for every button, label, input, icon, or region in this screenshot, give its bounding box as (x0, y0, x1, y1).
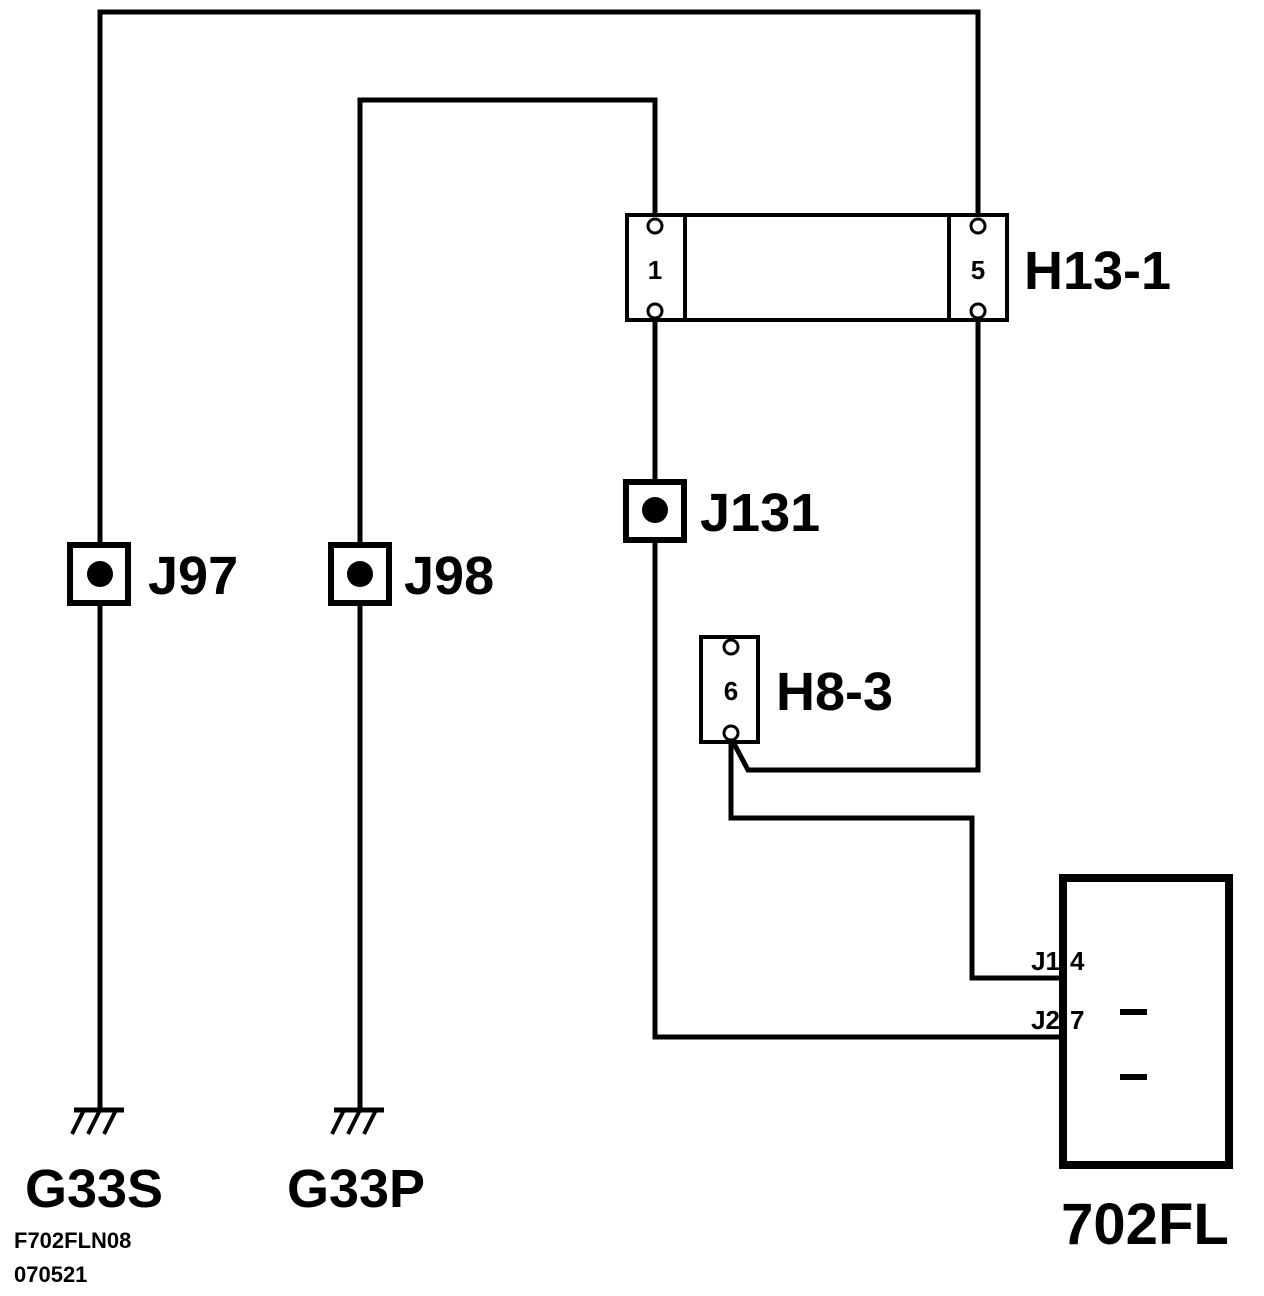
splice-box (623, 479, 687, 543)
wire-h13-pin5-to-h8 (727, 309, 981, 773)
footer: F702FLN08 070521 (14, 1228, 131, 1287)
connector-h13-1: 1 5 H13-1 (625, 213, 1171, 322)
footer-code: F702FLN08 (14, 1228, 131, 1253)
ground-g33s: G33S (25, 1107, 163, 1219)
splice-dot (347, 561, 373, 587)
footer-date: 070521 (14, 1262, 87, 1287)
component-body (1059, 874, 1233, 1169)
wires (97, 9, 1136, 1111)
j2-label: J2 (1031, 1005, 1060, 1035)
splice-j131: J131 (623, 479, 820, 543)
connector-h8-3: 6 H8-3 (699, 635, 893, 744)
component-702fl: J1 4 J2 7 702FL (1031, 874, 1233, 1257)
splice-box (67, 542, 131, 606)
pin-hole (969, 217, 987, 235)
splice-dot (642, 497, 668, 523)
j2-pin-label: 7 (1070, 1005, 1084, 1035)
702fl-label: 702FL (1061, 1192, 1229, 1257)
ground-g33p: G33P (287, 1107, 425, 1219)
h8-pin-label: 6 (724, 676, 738, 706)
pin-hole (722, 724, 740, 742)
splice-j97: J97 (67, 542, 238, 606)
j97-label: J97 (148, 546, 238, 606)
h13-label: H13-1 (1024, 241, 1171, 301)
j1-pin-label: 4 (1070, 946, 1085, 976)
g33p-label: G33P (287, 1159, 425, 1219)
splice-dot (87, 561, 113, 587)
pin-hole (646, 302, 664, 320)
pin-hole (646, 217, 664, 235)
g33s-label: G33S (25, 1159, 163, 1219)
j131-label: J131 (700, 483, 820, 543)
connector-h13-body (625, 213, 1009, 322)
pin-hole (969, 302, 987, 320)
h8-label: H8-3 (776, 662, 893, 722)
pin-hole (722, 638, 740, 656)
j1-label: J1 (1031, 946, 1060, 976)
h13-pin-left-label: 1 (648, 255, 662, 285)
splice-j98: J98 (328, 542, 494, 606)
h13-pin-right-label: 5 (971, 255, 985, 285)
j98-label: J98 (404, 546, 494, 606)
